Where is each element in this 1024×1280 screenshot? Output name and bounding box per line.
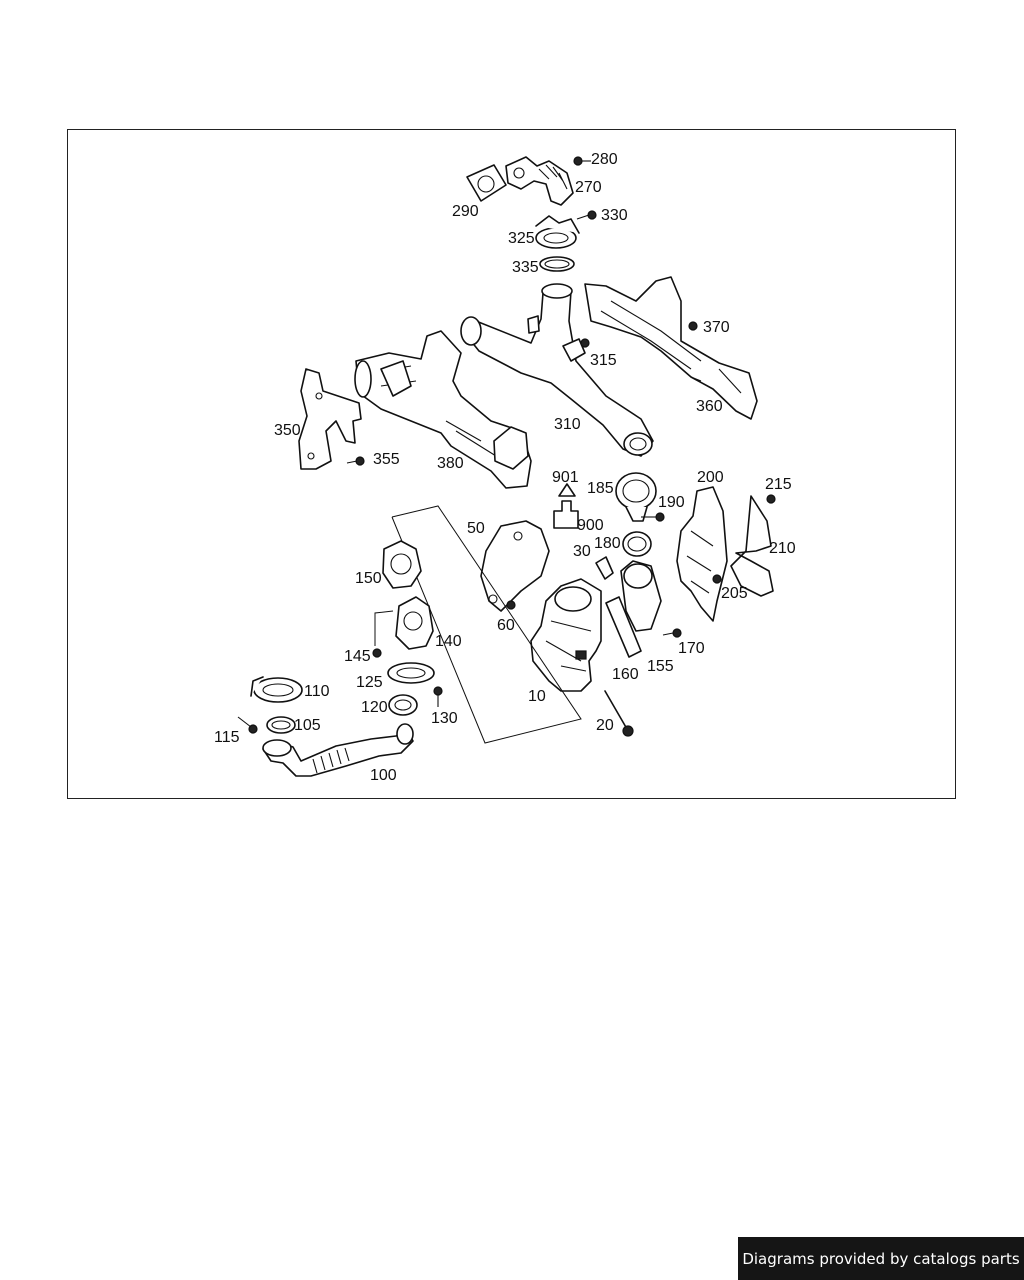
clip-30 [595,556,614,580]
callout-30: 30 [573,543,591,560]
callout-60: 60 [497,617,515,634]
callout-10: 10 [528,688,546,705]
callout-115: 115 [214,729,240,746]
bolt-215 [766,494,776,504]
callout-355: 355 [373,451,400,468]
callout-180: 180 [594,535,621,552]
y-pipe-310 [460,283,654,457]
callout-100: 100 [370,767,397,784]
bolt-280 [573,156,591,166]
callout-900: 900 [577,517,604,534]
sensor-901 [558,483,576,497]
callout-145: 145 [344,648,371,665]
callout-200: 200 [697,469,724,486]
callout-325: 325 [508,230,535,247]
gasket-105 [266,716,296,734]
bolt-370 [688,321,698,331]
callout-110: 110 [304,683,330,700]
flex-pipe-100 [262,723,414,777]
gasket-180 [622,531,652,557]
callout-185: 185 [587,480,614,497]
callout-335: 335 [512,259,539,276]
gasket-150 [382,540,422,589]
callout-280: 280 [591,151,618,168]
bracket-350 [298,368,362,470]
gasket-335 [539,256,575,272]
heat-shield-200 [676,486,728,622]
connector-900 [553,500,579,529]
callout-210: 210 [769,540,796,557]
parts-diagram-frame: 280 270 290 330 325 335 370 315 360 310 … [67,129,956,799]
pipe-155 [620,560,662,632]
callout-350: 350 [274,422,301,439]
callout-50: 50 [467,520,485,537]
callout-290: 290 [452,203,479,220]
callout-120: 120 [361,699,388,716]
gasket-120 [388,694,418,716]
callout-140: 140 [435,633,462,650]
catalytic-pipe-380 [354,330,532,489]
callout-215: 215 [765,476,792,493]
flange-290 [466,164,507,202]
bolt-315 [580,338,590,348]
callout-310: 310 [554,416,581,433]
bolt-205 [712,574,722,584]
callout-130: 130 [431,710,458,727]
credit-text: Diagrams provided by catalogs parts [742,1249,1020,1268]
bolt-60 [506,600,516,610]
bolt-170 [662,628,682,638]
callout-105: 105 [294,717,321,734]
leader-145 [374,610,394,646]
exploded-parts-diagram: 280 270 290 330 325 335 370 315 360 310 … [214,151,796,784]
elbow-pipe-270 [505,156,574,206]
callout-125: 125 [356,674,383,691]
group-outline [391,505,582,744]
bolt-330 [576,210,597,220]
egr-valve-10 [530,578,602,692]
clamp-110 [250,676,303,703]
bracket-50 [480,520,550,612]
adapter-140 [395,596,434,650]
callout-360: 360 [696,398,723,415]
bolt-20 [604,690,634,737]
bolt-115 [237,716,258,734]
callout-270: 270 [575,179,602,196]
bracket-210 [730,495,774,597]
bolt-190 [641,512,665,522]
callout-160: 160 [612,666,639,683]
clamp-125 [387,662,435,684]
credit-banner: Diagrams provided by catalogs parts [738,1237,1024,1280]
callout-170: 170 [678,640,705,657]
callout-20: 20 [596,717,614,734]
callout-205: 205 [721,585,748,602]
callout-155: 155 [647,658,674,675]
callout-370: 370 [703,319,730,336]
callout-330: 330 [601,207,628,224]
callout-901: 901 [552,469,579,486]
heat-shield-360 [584,276,758,420]
clamp-325 [535,215,580,249]
bolt-355 [346,456,365,466]
callout-150: 150 [355,570,382,587]
gasket-160 [605,596,642,658]
callout-315: 315 [590,352,617,369]
bolt-130 [433,686,443,707]
callout-380: 380 [437,455,464,472]
clamp-185 [615,472,657,522]
callout-190: 190 [658,494,685,511]
bolt-145 [372,648,382,658]
